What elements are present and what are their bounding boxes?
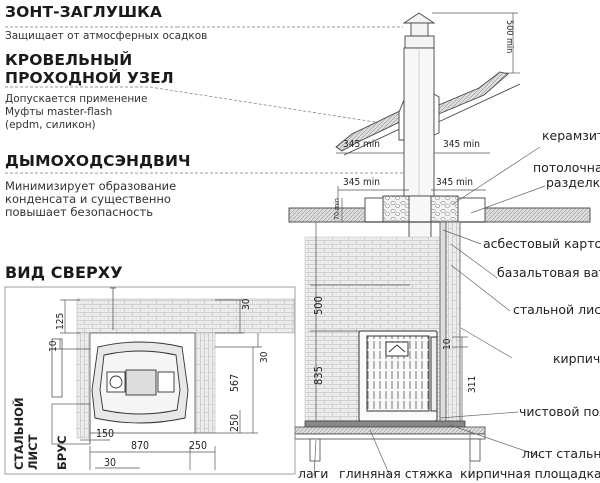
dim-tv-150: 150: [96, 428, 115, 440]
label-basalt: базальтовая вата: [497, 265, 600, 280]
roof-pass-desc-3: (epdm, силикон): [5, 119, 96, 131]
dim-311: 311: [467, 375, 478, 393]
side-label-steel-2: ЛИСТ: [26, 434, 40, 470]
roof-pass-desc-1: Допускается применение: [5, 93, 148, 105]
label-finish-floor: чистовой пол: [519, 404, 600, 419]
label-clay-screed: глиняная стяжка: [339, 466, 453, 481]
dim-roof-345-left: 345 min: [343, 139, 380, 150]
label-steel-sheet-2: лист стальной: [522, 446, 600, 461]
dim-835: 835: [312, 366, 325, 385]
dim-tv-30c: 30: [104, 457, 117, 469]
roof-pass-title-2: ПРОХОДНОЙ УЗЕЛ: [5, 69, 174, 87]
dim-tv-30b: 30: [259, 351, 270, 363]
dim-tv-125: 125: [55, 312, 66, 330]
dim-tv-250v: 250: [229, 413, 241, 432]
dim-70-min: 70 min: [333, 198, 341, 220]
label-steel-sheet: стальной лист: [513, 302, 600, 317]
chimney-desc-1: Минимизирует образование: [5, 179, 177, 193]
label-brick-pad: кирпичная площадка: [460, 466, 600, 481]
dim-ceil-345-right: 345 min: [436, 177, 473, 188]
label-brick: кирпич: [553, 351, 600, 366]
chimney-title: ДЫМОХОДСЭНДВИЧ: [5, 152, 191, 170]
umbrella-desc: Защищает от атмосферных осадков: [5, 30, 208, 42]
label-joists: лаги: [298, 466, 329, 481]
dim-tv-567: 567: [229, 373, 241, 392]
dim-tv-30a: 30: [241, 298, 252, 310]
label-keramzit: керамзит: [542, 128, 600, 143]
dim-10-side: 10: [442, 338, 453, 350]
top-view-plan: [4, 286, 296, 475]
chimney-desc-3: повышает безопасность: [5, 205, 153, 219]
dim-ceil-345-left: 345 min: [343, 177, 380, 188]
roof-pass-desc-2: Муфты master-flash: [5, 106, 113, 118]
dim-500-min-top: 500 min: [504, 20, 514, 54]
top-view-title: ВИД СВЕРХУ: [5, 263, 123, 282]
side-label-steel-1: СТАЛЬНОЙ: [12, 397, 26, 470]
label-ceiling-1: потолочная: [533, 160, 600, 175]
label-asbestos: асбестовый картон: [483, 236, 600, 251]
dim-tv-250h: 250: [189, 440, 208, 452]
chimney-desc-2: конденсата и существенно: [5, 192, 171, 206]
dim-tv-10: 10: [48, 340, 59, 352]
umbrella-title: ЗОНТ-ЗАГЛУШКА: [5, 3, 162, 21]
dim-500: 500: [312, 296, 325, 315]
dim-roof-345-right: 345 min: [443, 139, 480, 150]
roof-pass-title-1: КРОВЕЛЬНЫЙ: [5, 51, 133, 69]
dim-tv-870: 870: [131, 440, 150, 452]
side-label-beam: БРУС: [55, 435, 69, 471]
